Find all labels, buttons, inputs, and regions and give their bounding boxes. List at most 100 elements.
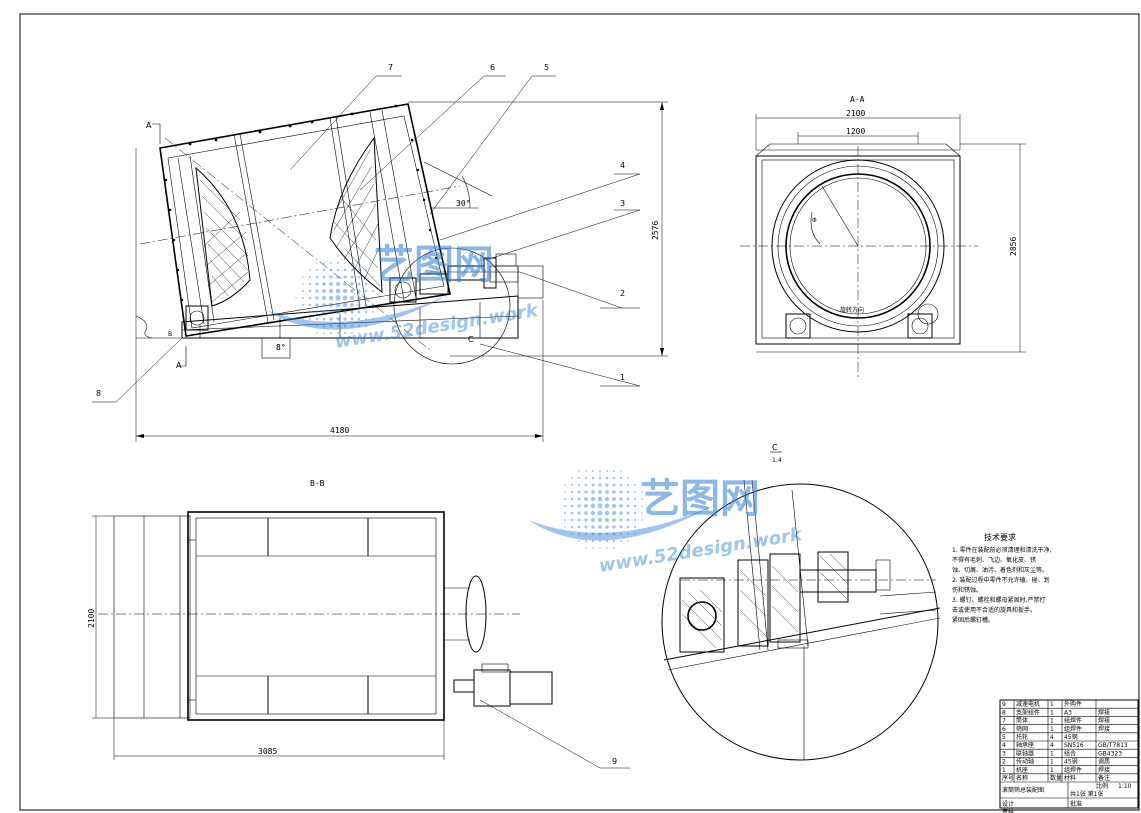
watermark-dot bbox=[329, 310, 333, 314]
bom-cell: 焊接 bbox=[1098, 725, 1110, 733]
watermark-dot bbox=[372, 276, 374, 278]
bom-cell: 1 bbox=[1050, 709, 1054, 716]
watermark-dot bbox=[598, 539, 602, 543]
watermark-dot bbox=[570, 504, 574, 508]
balloon-1: 1 bbox=[620, 373, 625, 382]
watermark-dot bbox=[570, 483, 574, 487]
watermark-dot bbox=[372, 318, 374, 320]
tech-line-8: 紧固后螺钉槽。 bbox=[952, 616, 994, 624]
roller-right bbox=[389, 277, 417, 303]
watermark-dot bbox=[336, 261, 340, 265]
watermark-dot bbox=[364, 317, 368, 321]
watermark-dot bbox=[612, 525, 616, 529]
watermark-dot bbox=[563, 504, 567, 508]
watermark-dot bbox=[350, 282, 354, 286]
bom-cell: 减速电机 bbox=[1016, 700, 1040, 708]
watermark-dot bbox=[598, 476, 602, 480]
watermark-dot bbox=[302, 276, 304, 278]
watermark-dot bbox=[578, 470, 580, 472]
bom-cell: GB4323 bbox=[1098, 750, 1122, 757]
watermark-dot bbox=[328, 302, 334, 308]
bom-sheet: 共1张 第1张 bbox=[1070, 790, 1104, 798]
watermark-dot bbox=[597, 503, 603, 509]
watermark-dot bbox=[343, 268, 347, 272]
watermark-logo-2: 艺图网 bbox=[640, 476, 760, 522]
screen-right bbox=[329, 136, 383, 294]
watermark-dot bbox=[315, 303, 319, 307]
watermark-dot bbox=[343, 317, 347, 321]
bom-header-cell: 序号 bbox=[1002, 774, 1014, 782]
balloon-9: 9 bbox=[612, 757, 617, 766]
watermark-dot bbox=[613, 547, 615, 549]
watermark-dot bbox=[592, 470, 594, 472]
watermark-dot bbox=[308, 296, 312, 300]
watermark-dot bbox=[584, 504, 588, 508]
watermark-dot bbox=[577, 511, 581, 515]
detail-circle-c bbox=[393, 247, 511, 365]
watermark-dot bbox=[590, 496, 596, 502]
drum-body bbox=[159, 103, 451, 337]
tech-line-4: 2. 装配过程中零件不允许磕、碰、划 bbox=[952, 576, 1050, 584]
bom-header-cell: 数量 bbox=[1050, 774, 1062, 782]
bom-checker: 审核 bbox=[1002, 808, 1014, 813]
bom-cell: 4 bbox=[1050, 742, 1054, 749]
watermark-dot bbox=[626, 532, 630, 536]
watermark-dot bbox=[358, 332, 360, 334]
bom-cell: 组焊件 bbox=[1064, 717, 1082, 725]
watermark-dot bbox=[591, 518, 595, 522]
watermark-dot bbox=[626, 511, 630, 515]
watermark-dot bbox=[597, 496, 603, 502]
aa-title: A-A bbox=[850, 95, 865, 104]
sheet-border bbox=[19, 13, 1140, 811]
watermark-dot bbox=[364, 296, 368, 300]
watermark-dot bbox=[606, 547, 608, 549]
watermark-dot bbox=[301, 303, 305, 307]
watermark-dot bbox=[591, 490, 595, 494]
watermark-dot bbox=[309, 325, 311, 327]
watermark-dot bbox=[605, 476, 609, 480]
watermark-dot bbox=[619, 525, 623, 529]
watermark-globe-2 bbox=[528, 469, 716, 549]
watermark-dot bbox=[357, 324, 361, 328]
bb-title: B-B bbox=[310, 479, 325, 488]
watermark-dot bbox=[604, 510, 610, 516]
bom-cell: 45钢 bbox=[1064, 758, 1078, 766]
tech-line-7: 击或使用不合适的旋具和扳手。 bbox=[952, 606, 1036, 614]
watermark-dot bbox=[336, 268, 340, 272]
watermark-dot bbox=[605, 532, 609, 536]
watermark-dot bbox=[619, 490, 623, 494]
tech-line-2: 不得有毛刺、飞边、氧化皮、锈 bbox=[952, 556, 1036, 564]
watermark-dot bbox=[578, 540, 580, 542]
watermark-logo-1: 艺图网 bbox=[374, 242, 494, 288]
watermark-dot bbox=[590, 510, 596, 516]
watermark-dot bbox=[357, 303, 361, 307]
watermark-dot bbox=[612, 476, 616, 480]
watermark-dot bbox=[564, 526, 566, 528]
watermark-dot bbox=[315, 324, 319, 328]
watermark-dot bbox=[315, 268, 319, 272]
watermark-dot bbox=[364, 289, 368, 293]
bom-scale-value: 1:10 bbox=[1118, 783, 1132, 790]
watermark-dot bbox=[619, 511, 623, 515]
watermark-dot bbox=[564, 519, 566, 521]
bom-cell: 组合 bbox=[1064, 749, 1076, 757]
watermark-dot bbox=[379, 297, 381, 299]
watermark-dot bbox=[343, 310, 347, 314]
watermark-dot bbox=[570, 490, 574, 494]
watermark-dot bbox=[598, 483, 602, 487]
bom-title: 滚筒筛总装配图 bbox=[1002, 786, 1044, 794]
bom-cell: 组焊件 bbox=[1064, 725, 1082, 733]
watermark-dot bbox=[322, 310, 326, 314]
watermark-dot bbox=[351, 332, 353, 334]
drum-axis bbox=[139, 185, 461, 245]
watermark-2: 艺图网 www.52design.work bbox=[528, 469, 804, 577]
watermark-dot bbox=[323, 262, 325, 264]
tech-title: 技术要求 bbox=[984, 532, 1016, 542]
watermark-dot bbox=[612, 518, 616, 522]
watermark-dot bbox=[308, 275, 312, 279]
aa-rotation: 旋转方向 bbox=[840, 306, 864, 314]
watermark-dot bbox=[322, 317, 326, 321]
watermark-dot bbox=[308, 282, 312, 286]
watermark-dot bbox=[315, 282, 319, 286]
balloon-4: 4 bbox=[620, 161, 625, 170]
